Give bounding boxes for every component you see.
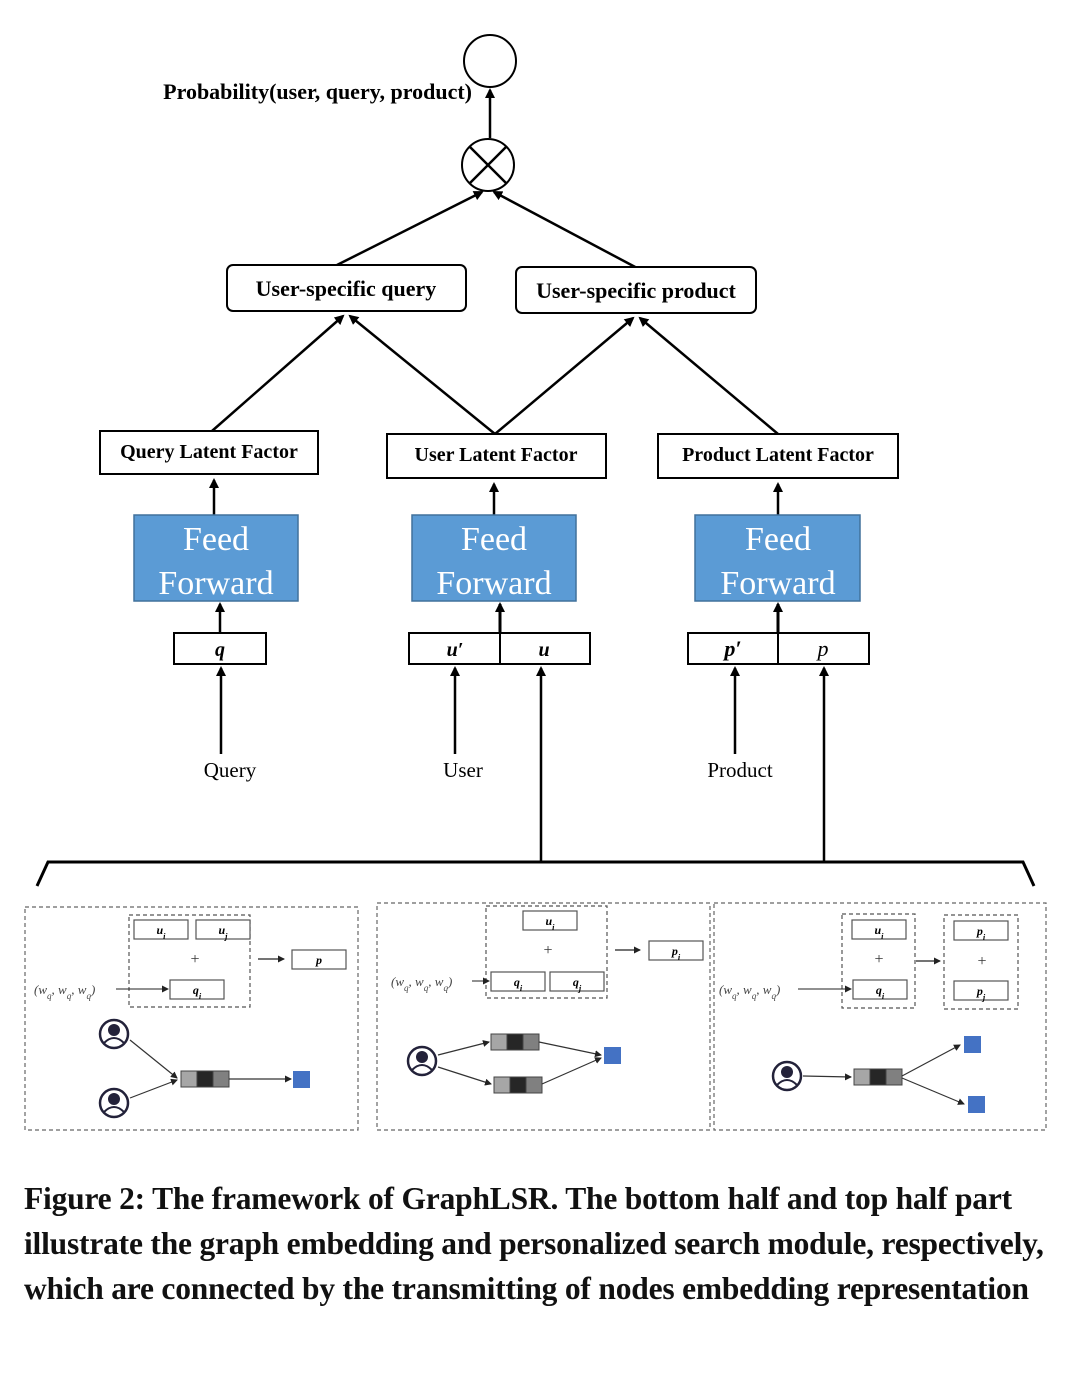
- product-latent-factor-box: [657, 433, 899, 479]
- p1-ui-label: ui: [156, 923, 166, 941]
- p2-user-icon: [406, 1045, 438, 1077]
- p1-uj-box: [195, 919, 251, 940]
- arrow-product-to-multiply: [492, 190, 638, 270]
- p2-pi-box: [648, 940, 704, 961]
- p2-qi-label: qi: [514, 975, 523, 993]
- p3-ui-label: ui: [874, 923, 884, 941]
- p3-pj-box: [953, 980, 1009, 1001]
- graphlsr-framework-diagram: Probability(user, query, product) User-s…: [24, 34, 1047, 1131]
- user-specific-product-label: User-specific product: [536, 278, 736, 303]
- arrow-user-latent-to-product-combined: [494, 316, 635, 435]
- p3-plus-right: +: [977, 953, 986, 970]
- embedding-p-prime-label: p′: [722, 636, 741, 661]
- p1-weights: (wq, wq, wq): [34, 982, 95, 1001]
- p1-plus: +: [190, 951, 199, 968]
- p3-product-node-icon-1: [964, 1036, 981, 1053]
- embedding-u-label: u: [538, 639, 549, 661]
- p3-user-icon: [771, 1060, 803, 1092]
- embedding-p-label: p: [816, 636, 829, 661]
- embedding-q-label: q: [215, 639, 225, 661]
- arrow-product-latent-to-combined: [638, 316, 779, 435]
- p3-pi-box: [953, 920, 1009, 941]
- user-latent-factor-label: User Latent Factor: [415, 444, 578, 466]
- p2-product-node-icon: [604, 1047, 621, 1064]
- query-latent-factor-label: Query Latent Factor: [120, 441, 298, 463]
- arrow-query-latent-to-combined: [211, 314, 345, 432]
- p1-ui-box: [133, 919, 189, 940]
- output-node: [463, 34, 517, 88]
- p1-qi-box: [169, 979, 225, 1000]
- p2-ui-label: ui: [545, 914, 555, 932]
- user-specific-query-label: User-specific query: [256, 276, 437, 301]
- p1-query-node-icon: [180, 1070, 230, 1088]
- feed-forward-product-line1: Feed: [745, 521, 811, 558]
- user-latent-factor-box: [386, 433, 607, 479]
- arrow-query-to-multiply: [336, 190, 484, 267]
- p2-qj-label: qj: [573, 975, 582, 993]
- p1-qi-label: qi: [193, 983, 202, 1001]
- embedding-q-box: [173, 632, 267, 665]
- p3-qi-label: qi: [876, 983, 885, 1001]
- output-label: Probability(user, query, product): [163, 79, 472, 104]
- p1-uj-label: uj: [218, 923, 228, 941]
- p1-p-label: p: [315, 953, 322, 967]
- graph-panel-3: ui + qi (wq, wq, wq) pi + pj: [713, 902, 1047, 1131]
- p3-product-node-icon-2: [968, 1096, 985, 1113]
- p1-product-node-icon: [293, 1071, 310, 1088]
- p2-pi-label: pi: [671, 944, 681, 962]
- feed-forward-user: Feed Forward: [411, 514, 577, 602]
- p3-qi-box: [852, 979, 908, 1000]
- graph-bracket: [35, 860, 1036, 887]
- embedding-u-prime-label: u′: [447, 639, 464, 661]
- p2-ui-box: [522, 910, 578, 931]
- feed-forward-product: Feed Forward: [694, 514, 861, 602]
- feed-forward-query-line1: Feed: [183, 521, 249, 558]
- feed-forward-product-line2: Forward: [720, 565, 835, 602]
- graph-panel-2: ui + qi qj (wq, wq, wq) pi: [376, 902, 711, 1131]
- input-product-label: Product: [707, 758, 772, 782]
- figure-caption: Figure 2: The framework of GraphLSR. The…: [24, 1181, 1044, 1306]
- p3-weights: (wq, wq, wq): [719, 982, 780, 1001]
- p3-plus-left: +: [874, 951, 883, 968]
- feed-forward-user-line1: Feed: [461, 521, 527, 558]
- arrow-user-latent-to-query-combined: [348, 314, 496, 435]
- feed-forward-query: Feed Forward: [133, 514, 299, 602]
- p3-query-node-icon: [853, 1068, 903, 1086]
- p2-plus: +: [543, 942, 552, 959]
- product-latent-factor-label: Product Latent Factor: [682, 444, 874, 466]
- p3-ui-box: [851, 919, 907, 940]
- user-specific-query-box: [226, 264, 467, 312]
- p2-query-node-icon-1: [490, 1033, 540, 1051]
- feed-forward-user-line2: Forward: [436, 565, 551, 602]
- p1-p-box: [291, 949, 347, 970]
- multiply-node: [461, 138, 515, 192]
- graph-panel-1: ui uj + qi (wq, wq, wq) p: [24, 906, 359, 1131]
- p3-pi-label: pi: [976, 924, 986, 942]
- feed-forward-query-line2: Forward: [158, 565, 273, 602]
- p2-weights: (wq, wq, wq): [391, 974, 452, 993]
- p3-pj-label: pj: [976, 984, 986, 1002]
- user-specific-product-box: [515, 266, 757, 314]
- input-user-label: User: [443, 758, 483, 782]
- p2-qj-box: [549, 971, 605, 992]
- query-latent-factor-box: [99, 430, 319, 475]
- p2-query-node-icon-2: [493, 1076, 543, 1094]
- input-query-label: Query: [204, 758, 257, 782]
- p2-qi-box: [490, 971, 546, 992]
- p1-user-icon-1: [98, 1018, 130, 1050]
- p1-user-icon-2: [98, 1087, 130, 1119]
